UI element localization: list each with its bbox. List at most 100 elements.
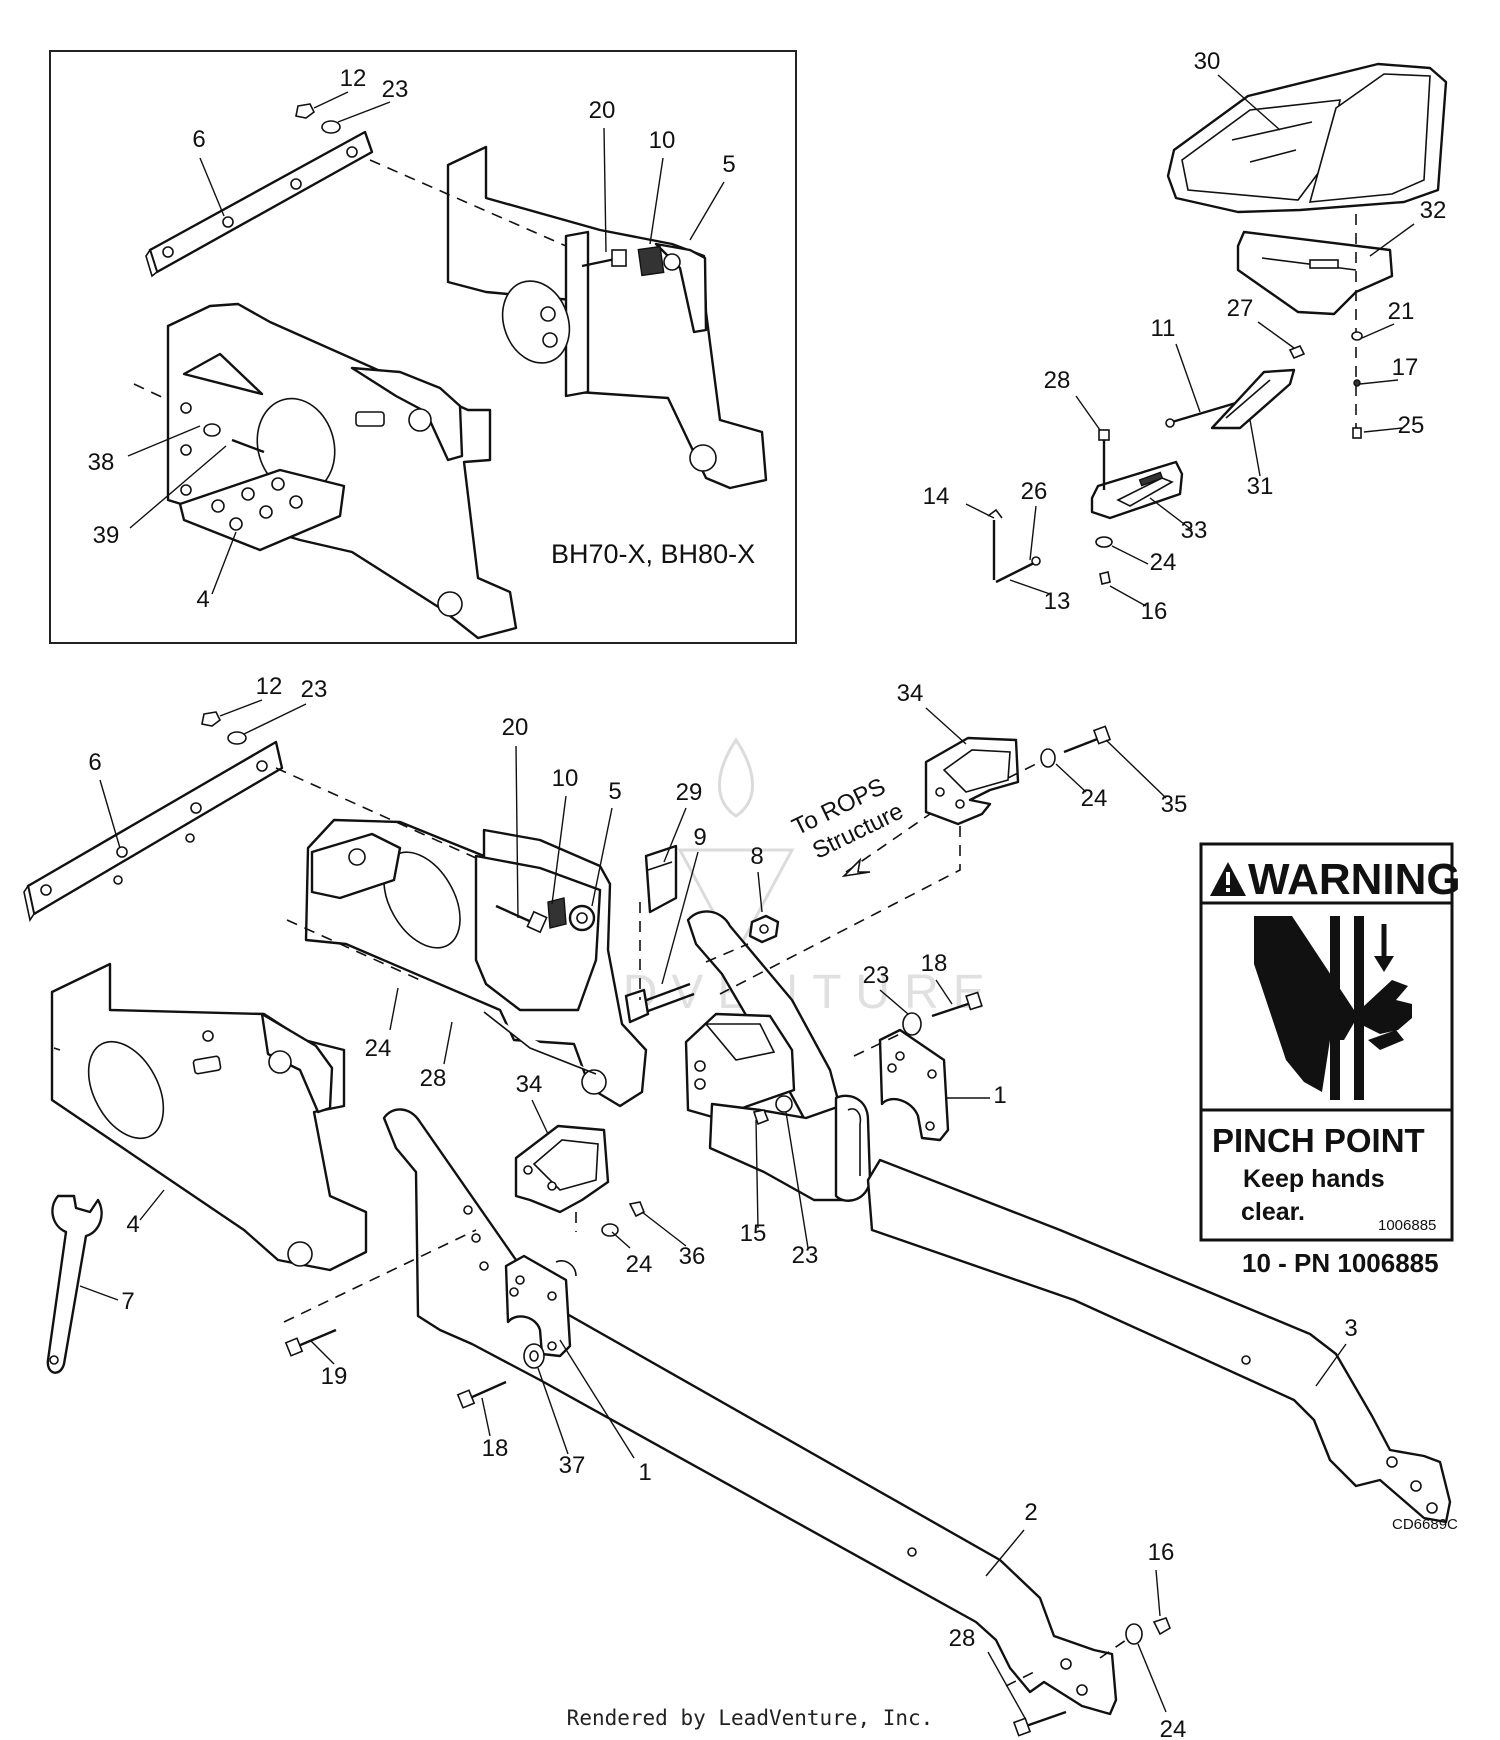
part-2-long-bar <box>382 1108 1118 1716</box>
callout-26: 26 <box>1021 478 1048 505</box>
hardware-24-36 <box>601 1201 646 1237</box>
callout-19: 19 <box>321 1363 348 1390</box>
callout-23: 23 <box>382 76 409 103</box>
callout-6: 6 <box>192 126 205 153</box>
seat-group <box>965 62 1448 607</box>
part-5-plate <box>304 818 648 1108</box>
inset-leader-lines <box>127 91 725 595</box>
inset-bolt-20 <box>581 249 627 268</box>
part-arm-bracket <box>684 910 872 1202</box>
callout-23: 23 <box>863 962 890 989</box>
seat-hardware <box>1288 331 1363 439</box>
hardware-19-18-37 <box>284 1328 545 1409</box>
warning-body-line2: clear. <box>1241 1198 1305 1226</box>
hardware-16-24-28-bottom <box>1012 1617 1171 1737</box>
callout-10: 10 <box>649 127 676 154</box>
callout-25: 25 <box>1398 412 1425 439</box>
callout-24: 24 <box>1160 1716 1187 1740</box>
inset-title: BH70-X, BH80-X <box>551 539 755 569</box>
callout-24: 24 <box>365 1035 392 1062</box>
callout-23: 23 <box>301 676 328 703</box>
callout-34: 34 <box>897 680 924 707</box>
inset-part-4-plate <box>166 302 518 640</box>
main-bolt-20 <box>495 904 548 934</box>
callout-2: 2 <box>1024 1499 1037 1526</box>
callout-34: 34 <box>516 1071 543 1098</box>
callout-7: 7 <box>121 1288 134 1315</box>
callout-24: 24 <box>1150 549 1177 576</box>
callout-36: 36 <box>679 1243 706 1270</box>
callout-35: 35 <box>1161 791 1188 818</box>
seat-bolt-28 <box>1098 429 1110 490</box>
callout-24: 24 <box>626 1251 653 1278</box>
callout-20: 20 <box>502 714 529 741</box>
callout-20: 20 <box>589 97 616 124</box>
seat-leader-lines <box>965 74 1415 607</box>
inset-part-5-plate <box>446 145 768 490</box>
part-1-plate-left <box>504 1254 577 1358</box>
callout-39: 39 <box>93 522 120 549</box>
callout-13: 13 <box>1044 588 1071 615</box>
inset-step-plate <box>178 468 346 552</box>
inset-hardware-12-23 <box>295 103 341 134</box>
part-32-seat-bracket <box>1236 230 1394 316</box>
part-1-plate-right <box>878 1028 950 1142</box>
callout-23: 23 <box>792 1242 819 1269</box>
callout-28: 28 <box>1044 367 1071 394</box>
callout-6: 6 <box>88 749 101 776</box>
callout-14: 14 <box>923 483 950 510</box>
main-callout-labels: 1 2 23 6 20 10 5 29 34 24 35 9 8 23 18 24 28 34 1 4 15 23 24 36… <box>88 673 1357 1740</box>
rops-structure-label: To ROPS Structure <box>788 773 908 865</box>
hardware-12-23 <box>201 711 247 745</box>
callout-3: 3 <box>1344 1315 1357 1342</box>
footer-credit: Rendered by LeadVenture, Inc. <box>566 1706 934 1730</box>
part-31-latch <box>1210 368 1296 430</box>
inset-panel <box>49 50 797 644</box>
callout-24: 24 <box>1081 785 1108 812</box>
callout-16: 16 <box>1148 1539 1175 1566</box>
part-8-nut <box>748 914 780 944</box>
part-6-bar <box>23 740 284 923</box>
callout-1: 1 <box>993 1082 1006 1109</box>
part-7-wrench <box>46 1194 103 1374</box>
part-34-bracket-lower <box>514 1124 610 1214</box>
part-34-bracket-upper <box>924 736 1020 826</box>
callout-15: 15 <box>740 1220 767 1247</box>
callout-38: 38 <box>88 449 115 476</box>
part-9-bolt <box>624 982 695 1024</box>
warning-decal: WARNING PINCH POINT Keep hands clear. 10… <box>1199 842 1461 1278</box>
callout-5: 5 <box>722 151 735 178</box>
callout-21: 21 <box>1388 298 1415 325</box>
callout-11: 11 <box>1151 315 1176 342</box>
callout-29: 29 <box>676 779 703 806</box>
warning-title: WARNING <box>1248 855 1461 904</box>
callout-10: 10 <box>552 765 579 792</box>
inset-callout-labels: 12 23 6 20 10 5 38 39 4 <box>88 65 736 613</box>
warning-body-line1: Keep hands <box>1243 1165 1385 1193</box>
warning-part-number: 1006885 <box>1378 1217 1436 1234</box>
callout-18: 18 <box>921 950 948 977</box>
callout-5: 5 <box>608 778 621 805</box>
alignment-lines <box>275 761 1127 1687</box>
callout-31: 31 <box>1247 473 1274 500</box>
pinch-hand-icon <box>1254 916 1412 1100</box>
callout-8: 8 <box>750 843 763 870</box>
hardware-18-23-right <box>902 991 983 1036</box>
hardware-24-35 <box>1040 725 1112 768</box>
part-33-bracket <box>1090 460 1184 520</box>
callout-18: 18 <box>482 1435 509 1462</box>
callout-16: 16 <box>1141 598 1168 625</box>
callout-4: 4 <box>196 586 209 613</box>
callout-28: 28 <box>420 1065 447 1092</box>
callout-30: 30 <box>1194 48 1221 75</box>
figure-code: CD6689C <box>1392 1516 1458 1533</box>
callout-4: 4 <box>126 1211 139 1238</box>
callout-12: 12 <box>340 65 367 92</box>
part-4-plate <box>50 962 368 1272</box>
callout-1: 1 <box>638 1459 651 1486</box>
callout-9: 9 <box>693 824 706 851</box>
part-3-long-bar <box>866 1158 1452 1524</box>
warning-triangle-icon <box>1210 862 1246 896</box>
